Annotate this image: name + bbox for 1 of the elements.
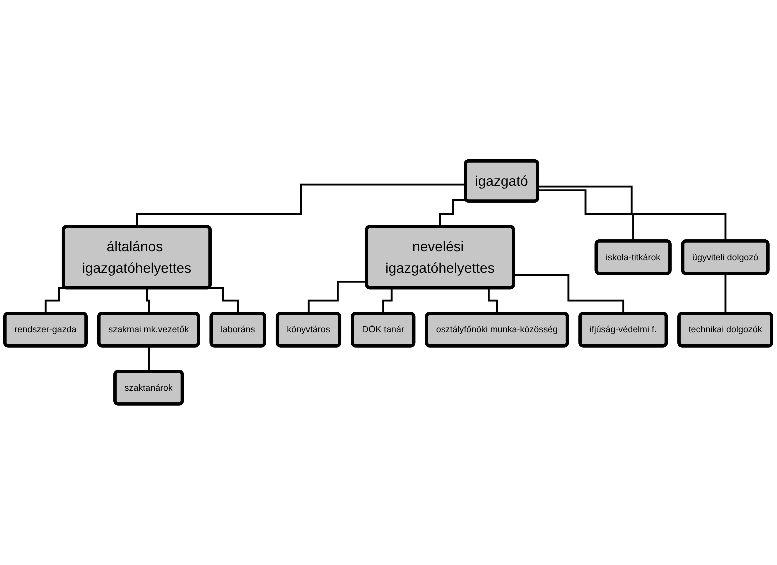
connector — [724, 272, 727, 315]
